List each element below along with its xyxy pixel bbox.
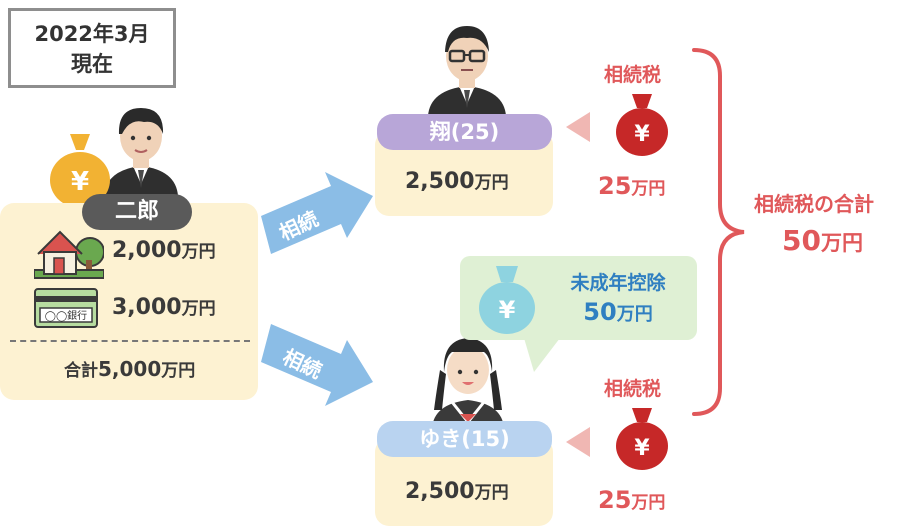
tax-pointer-upper (566, 112, 590, 142)
heir2-tax-label: 相続税 (604, 378, 662, 400)
inherit-arrow-upper (261, 172, 373, 254)
yen-symbol: ¥ (634, 436, 650, 461)
total-brace (692, 48, 745, 416)
date-box: 2022年3月 現在 (8, 8, 176, 88)
heir1-tax-bag-icon: ¥ (616, 94, 668, 156)
deduction-bag-icon: ¥ (479, 266, 535, 334)
heir1-tax-label: 相続税 (604, 64, 662, 86)
yuki-avatar-icon (432, 338, 504, 428)
minor-deduction-amount: 50万円 (583, 298, 653, 326)
house-icon (34, 230, 104, 279)
bank-amount: 3,000万円 (112, 295, 216, 320)
tax-pointer-lower (566, 427, 590, 457)
jiro-avatar-icon (104, 108, 178, 196)
decedent-name: 二郎 (82, 194, 192, 230)
yen-symbol: ¥ (499, 296, 516, 324)
heir1-name: 翔(25) (377, 114, 552, 150)
bubble-tail (524, 338, 560, 372)
heir1-tax-amount: 25万円 (598, 172, 666, 200)
heir2-name: ゆき(15) (377, 421, 552, 457)
yen-symbol: ¥ (71, 167, 89, 197)
total-amount: 合計5,000万円 (64, 357, 196, 381)
bankbook-icon: ◯◯銀行 (34, 288, 98, 328)
total-tax-label: 相続税の合計 (754, 192, 874, 216)
heir2-tax-amount: 25万円 (598, 486, 666, 514)
heir2-inherit-amount: 2,500万円 (405, 479, 509, 504)
heir1-inherit-amount: 2,500万円 (405, 169, 509, 194)
total-tax-amount: 50万円 (782, 224, 863, 257)
house-amount: 2,000万円 (112, 238, 216, 263)
heir2-tax-bag-icon: ¥ (616, 408, 668, 470)
inherit-arrow-lower (261, 324, 373, 406)
yen-symbol: ¥ (634, 122, 650, 147)
minor-deduction-label: 未成年控除 (570, 272, 666, 294)
date-text: 2022年3月 (34, 22, 150, 46)
sho-avatar-icon (428, 26, 506, 116)
date-status: 現在 (71, 52, 113, 76)
divider (10, 340, 250, 342)
bankbook-label: ◯◯銀行 (45, 309, 87, 322)
